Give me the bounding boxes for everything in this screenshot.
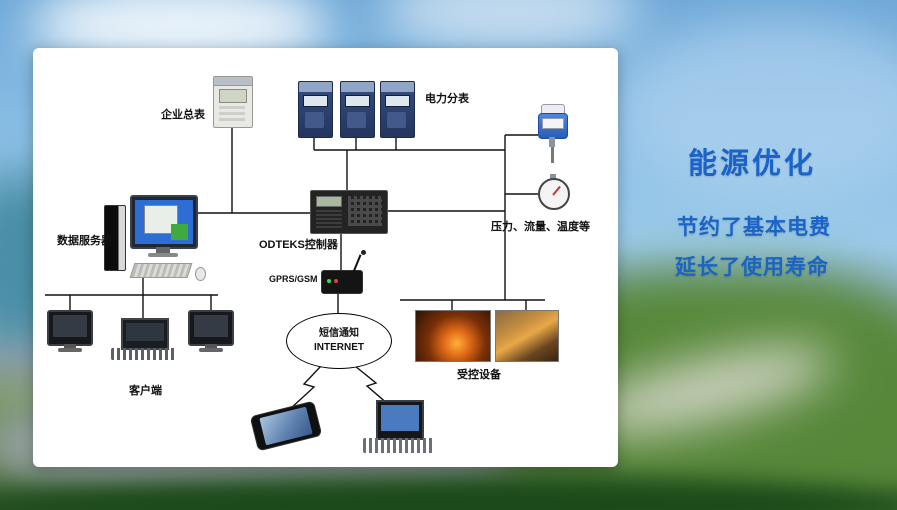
controller-buttons (348, 196, 382, 226)
power-submeter-device (298, 81, 333, 138)
mouse (195, 267, 206, 281)
remote-laptop-device (363, 400, 433, 458)
label-modem: GPRS/GSM (269, 274, 318, 284)
pressure-gauge-device (537, 174, 571, 214)
connector-lines (45, 126, 545, 410)
headline-benefit-1: 节约了基本电费 (677, 216, 831, 239)
label-master-meter: 企业总表 (161, 109, 205, 121)
controlled-equipment-photo (415, 310, 491, 362)
label-controller: ODTEKS控制器 (259, 239, 338, 251)
keyboard (129, 263, 193, 278)
client-monitor (188, 310, 234, 354)
computer-monitor (130, 195, 198, 249)
label-data-server: 数据服务器 (57, 235, 112, 247)
bus-lines (45, 126, 545, 318)
internet-cloud: 短信通知 INTERNET (286, 313, 392, 369)
label-controlled-devices: 受控设备 (457, 369, 501, 381)
cloud-label-line2: INTERNET (314, 342, 364, 353)
controller-screen (316, 196, 342, 207)
enterprise-meter-device (213, 76, 253, 128)
client-monitor (47, 310, 93, 354)
cloud-label-line1: 短信通知 (319, 328, 359, 339)
label-sensors: 压力、流量、温度等 (491, 221, 590, 233)
label-clients: 客户端 (129, 385, 162, 397)
background-sky-highlight (617, 20, 897, 200)
headline-benefit-2: 延长了使用寿命 (675, 256, 829, 279)
power-submeter-device (340, 81, 375, 138)
meter-top (214, 77, 252, 86)
data-server-computer (98, 193, 208, 285)
gprs-modem-device (321, 250, 366, 294)
background-cloud (380, 0, 640, 50)
controlled-equipment-photo (495, 310, 559, 362)
pressure-transmitter-device (533, 104, 571, 164)
diagram-panel: 短信通知 INTERNET 企业总表 电力分表 压力、流量、温度 (33, 48, 618, 467)
controller-device (310, 190, 388, 234)
headline-title: 能源优化 (688, 148, 817, 180)
computer-tower (104, 205, 126, 271)
label-sub-meters: 电力分表 (425, 93, 469, 105)
monitor-screen (135, 200, 193, 244)
meter-screen (219, 89, 247, 103)
power-submeter-device (380, 81, 415, 138)
client-laptop (111, 318, 175, 362)
lightning-bolts (289, 365, 390, 410)
